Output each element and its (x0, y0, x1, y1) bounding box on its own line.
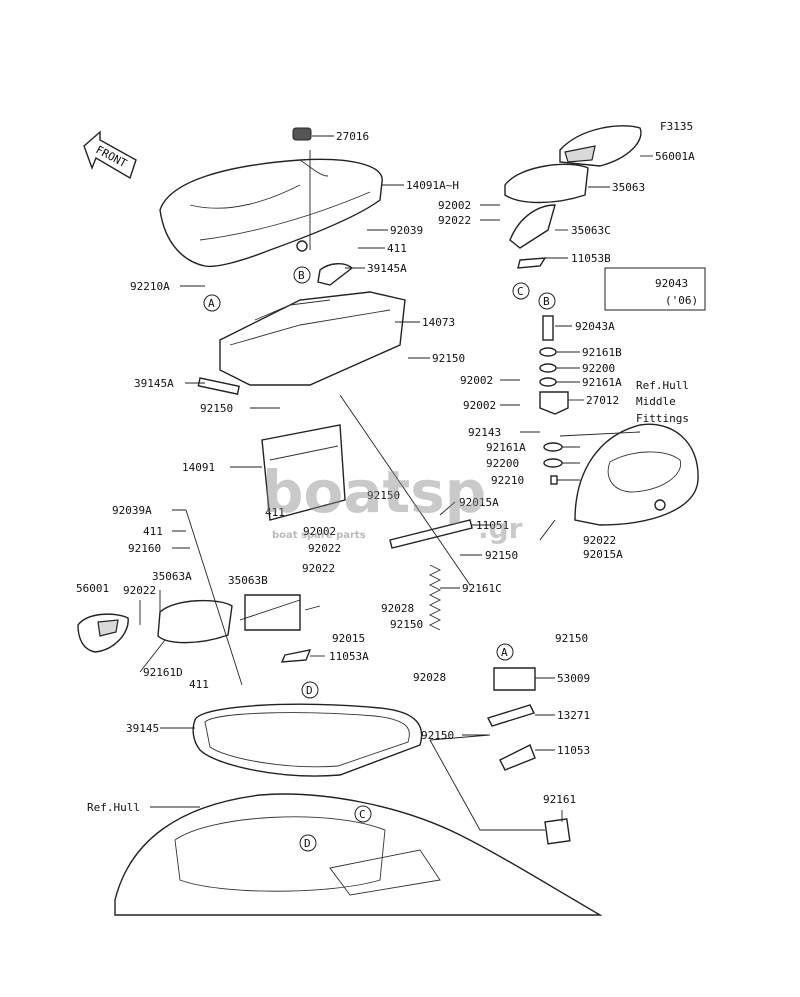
side-panel-part (261, 424, 346, 521)
label-92160: 92160 (128, 542, 161, 555)
label-27016: 27016 (336, 130, 369, 143)
middle-fittings (574, 423, 699, 526)
label-92210: 92210 (491, 474, 524, 487)
label-92143: 92143 (468, 426, 501, 439)
callout-c-top: C (517, 285, 524, 298)
label-11053a: 11053A (329, 650, 369, 663)
label-fittings: Fittings (636, 412, 689, 425)
label-92150-a: 92150 (432, 352, 465, 365)
left-cover-assembly (77, 594, 312, 663)
note-part-number: 92043 (655, 277, 688, 290)
label-92043a: 92043A (575, 320, 615, 333)
seat-cover-part (159, 127, 383, 268)
callout-d-left: D (306, 684, 313, 697)
label-39145a: 39145A (367, 262, 407, 275)
label-92210a: 92210A (130, 280, 170, 293)
label-92028-a: 92028 (381, 602, 414, 615)
label-92150-g: 92150 (421, 729, 454, 742)
latch-assembly (487, 667, 571, 845)
label-92161: 92161 (543, 793, 576, 806)
label-39145: 39145 (126, 722, 159, 735)
label-92150-c: 92150 (367, 489, 400, 502)
label-92015a: 92015A (459, 496, 499, 509)
label-92161d: 92161D (143, 666, 183, 679)
label-35063: 35063 (612, 181, 645, 194)
callout-d-hull: D (304, 837, 311, 850)
leader-lines (139, 135, 653, 831)
watermark-suffix: .gr (478, 512, 523, 545)
label-middle: Middle (636, 395, 676, 408)
label-13271: 13271 (557, 709, 590, 722)
watermark-tagline: boat spare parts (272, 530, 366, 541)
label-92022-rb: 92022 (583, 534, 616, 547)
watermark-logo: boatsp .gr boat spare parts (262, 458, 523, 545)
callout-b-right: B (543, 295, 550, 308)
part-labels: 27016 14091A~H 92039 411 39145A 92210A 1… (76, 130, 695, 814)
label-92161b: 92161B (582, 346, 622, 359)
label-39145a-b: 39145A (134, 377, 174, 390)
callout-c-hull: C (359, 808, 366, 821)
label-92150-f: 92150 (555, 632, 588, 645)
callout-b-top: B (298, 269, 305, 282)
figure-code: F3135 (660, 120, 693, 133)
bracket-stack (539, 315, 569, 485)
label-11053b: 11053B (571, 252, 611, 265)
label-14091: 14091 (182, 461, 215, 474)
note-year: ('06) (665, 294, 698, 307)
label-ref-hull: Ref.Hull (87, 801, 140, 814)
seat-base-part (197, 263, 406, 395)
label-92002-r2: 92002 (460, 374, 493, 387)
label-11053: 11053 (557, 744, 590, 757)
label-14091a-h: 14091A~H (406, 179, 459, 192)
label-92015a-rb: 92015A (583, 548, 623, 561)
label-411-bot: 411 (189, 678, 209, 691)
front-arrow: FRONT (83, 130, 137, 180)
label-92150-e: 92150 (390, 618, 423, 631)
label-92002-r: 92002 (438, 199, 471, 212)
label-35063a: 35063A (152, 570, 192, 583)
label-411-left: 411 (143, 525, 163, 538)
label-92015: 92015 (332, 632, 365, 645)
note-box (604, 267, 706, 311)
label-53009: 53009 (557, 672, 590, 685)
label-92150-d: 92150 (485, 549, 518, 562)
label-92161a-b: 92161A (486, 441, 526, 454)
label-92022-c: 92022 (302, 562, 335, 575)
label-ref-hull-middle: Ref.Hull (636, 379, 689, 392)
label-92022-r: 92022 (438, 214, 471, 227)
label-92002-r3: 92002 (463, 399, 496, 412)
label-92039a: 92039A (112, 504, 152, 517)
label-92039: 92039 (390, 224, 423, 237)
label-11051: 11051 (476, 519, 509, 532)
callout-markers: A B C B D A C D (203, 266, 556, 852)
label-35063b: 35063B (228, 574, 268, 587)
label-92022-l: 92022 (123, 584, 156, 597)
label-92200-b: 92200 (486, 457, 519, 470)
label-92150-b: 92150 (200, 402, 233, 415)
spring-part (389, 519, 473, 631)
label-35063c: 35063C (571, 224, 611, 237)
label-92161a-a: 92161A (582, 376, 622, 389)
label-92200-a: 92200 (582, 362, 615, 375)
label-411-top: 411 (387, 242, 407, 255)
watermark-brand: boatsp (262, 458, 486, 526)
label-411-mid: 411 (265, 506, 285, 519)
callout-a-latch: A (501, 646, 508, 659)
right-cover-assembly (504, 125, 642, 269)
label-92002-mid: 92002 (303, 525, 336, 538)
hull-part (114, 793, 603, 916)
label-56001: 56001 (76, 582, 109, 595)
label-92161c: 92161C (462, 582, 502, 595)
label-56001a: 56001A (655, 150, 695, 163)
label-92028-b: 92028 (413, 671, 446, 684)
label-27012: 27012 (586, 394, 619, 407)
seal-ring-part (192, 703, 423, 777)
callout-a-top: A (208, 297, 215, 310)
label-92022-mid: 92022 (308, 542, 341, 555)
label-14073: 14073 (422, 316, 455, 329)
